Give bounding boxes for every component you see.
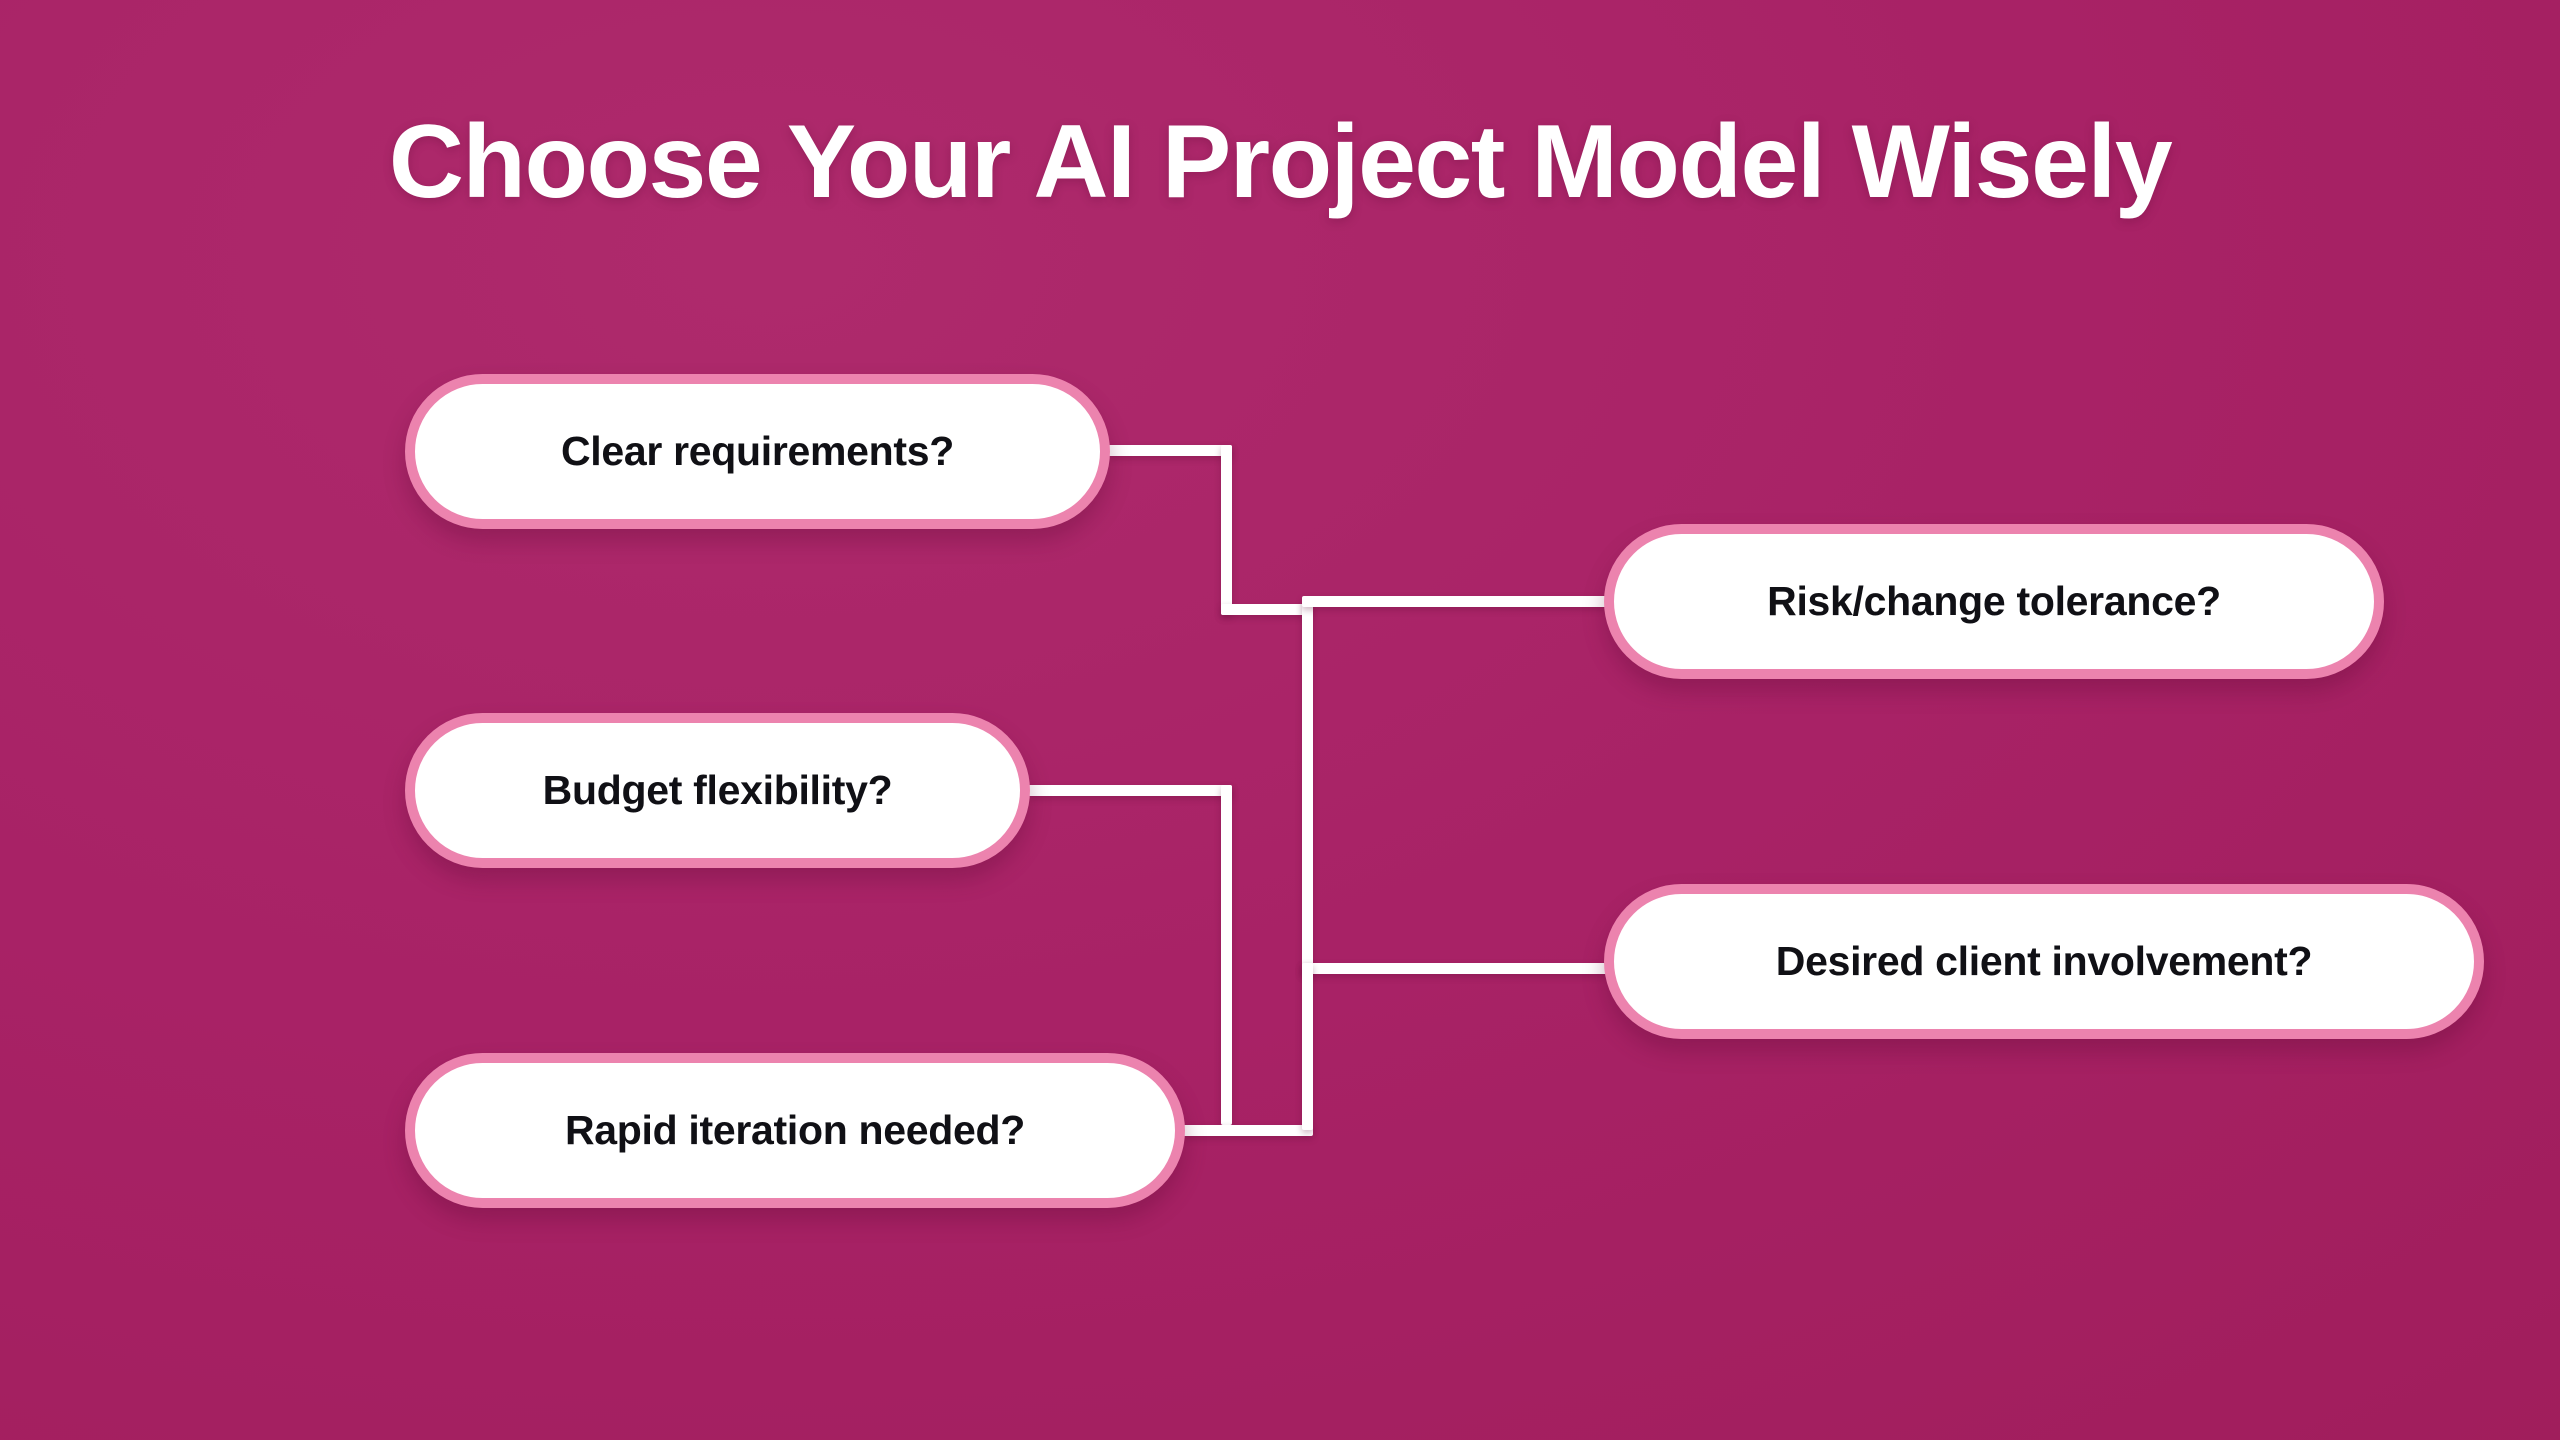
- node-label: Desired client involvement?: [1775, 938, 2313, 984]
- page-title: Choose Your AI Project Model Wisely: [388, 104, 2173, 220]
- connector-clear-horizontal: [1108, 445, 1232, 456]
- node-desired-client-involvement[interactable]: Desired client involvement?: [1604, 884, 2484, 1039]
- connector-left-bus-lower: [1221, 785, 1232, 1125]
- node-label: Clear requirements?: [560, 428, 955, 474]
- node-rapid-iteration[interactable]: Rapid iteration needed?: [405, 1053, 1185, 1208]
- connector-bottom-corner: [1302, 963, 1313, 1130]
- node-label: Rapid iteration needed?: [564, 1107, 1026, 1153]
- connector-budget-horizontal: [1028, 785, 1232, 796]
- connector-rapid-horizontal: [1183, 1125, 1313, 1136]
- connector-right-bus: [1302, 604, 1313, 974]
- node-risk-change-tolerance[interactable]: Risk/change tolerance?: [1604, 524, 2384, 679]
- connector-upper-rail: [1221, 604, 1311, 615]
- connector-risk-horizontal: [1302, 596, 1622, 607]
- node-label: Risk/change tolerance?: [1767, 578, 2221, 624]
- connector-left-bus-upper: [1221, 445, 1232, 615]
- node-label: Budget flexibility?: [542, 767, 893, 813]
- node-clear-requirements[interactable]: Clear requirements?: [405, 374, 1110, 529]
- connector-involvement-horizontal: [1302, 963, 1622, 974]
- node-budget-flexibility[interactable]: Budget flexibility?: [405, 713, 1030, 868]
